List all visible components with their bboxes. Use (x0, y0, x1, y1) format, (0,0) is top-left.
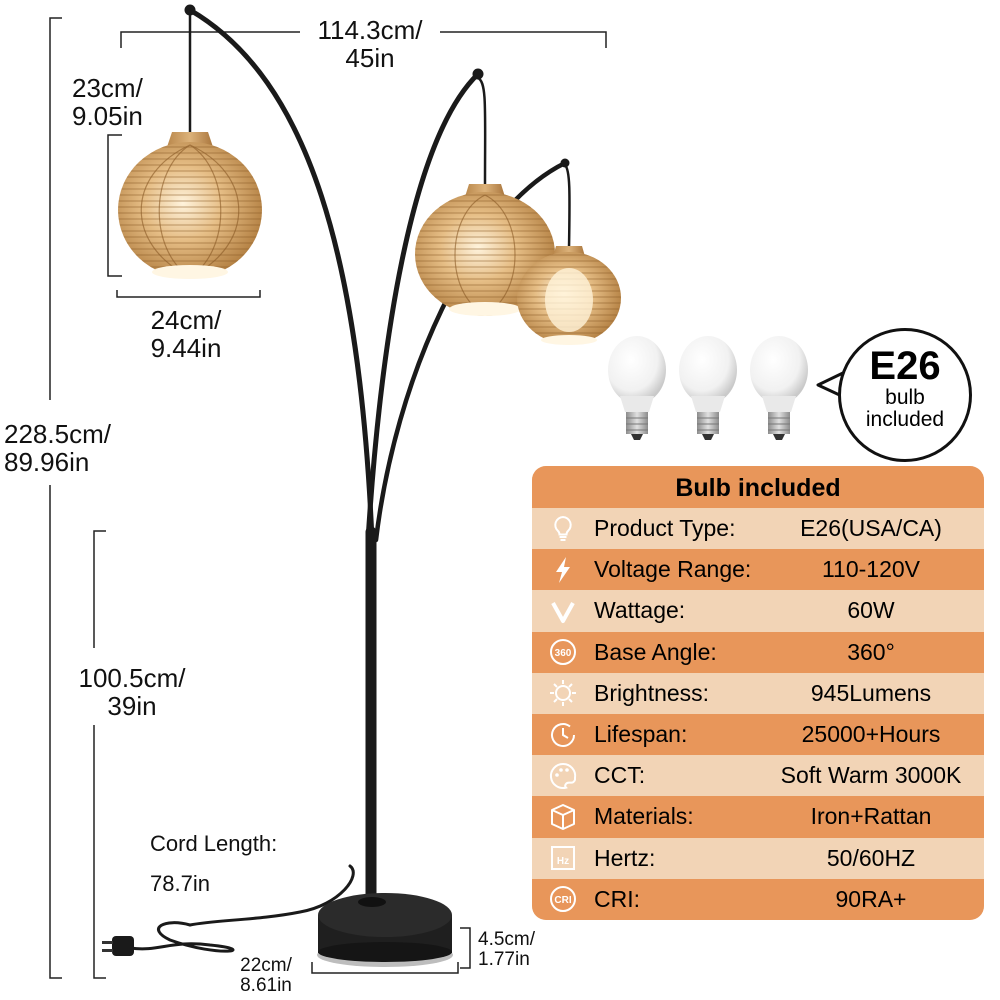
bubble-line-2: included (865, 408, 945, 431)
shade-width-cm: 24cm/ (150, 305, 222, 335)
bulb-included-bubble: E26 bulb included (838, 328, 972, 462)
box-icon (532, 802, 594, 832)
spec-label: Lifespan: (594, 721, 688, 748)
spec-label: Materials: (594, 803, 694, 830)
spec-value: 110-120V (821, 556, 921, 583)
spec-value: E26(USA/CA) (800, 515, 942, 542)
total-height-in: 89.96in (4, 447, 90, 477)
cord-length-value: 78.7in (150, 871, 210, 896)
spec-row-product-type: Product Type: E26(USA/CA) (532, 508, 984, 549)
spec-label: Brightness: (594, 679, 710, 706)
spec-label: Product Type: (594, 515, 736, 542)
total-height-cm: 228.5cm/ (4, 419, 111, 449)
spec-value: 60W (847, 597, 895, 624)
cri-icon: CRI (532, 884, 594, 914)
svg-text:360: 360 (555, 648, 572, 659)
shade-height-label: 23cm/ 9.05in (72, 74, 143, 130)
base-diameter-in: 8.61in (240, 975, 292, 996)
svg-text:CRI: CRI (554, 895, 571, 906)
spec-value: 360° (847, 638, 895, 665)
spec-value: 90RA+ (835, 885, 907, 912)
rattan-shade-left (118, 132, 262, 279)
spec-row-wattage: Wattage: 60W (532, 590, 984, 631)
spec-row-voltage-range: Voltage Range: 110-120V (532, 549, 984, 591)
spec-label: Wattage: (594, 597, 686, 624)
svg-text:Hz: Hz (557, 856, 569, 867)
spec-label: Hertz: (594, 844, 656, 871)
spec-value: Soft Warm 3000K (780, 762, 962, 789)
spec-value: 25000+Hours (801, 721, 941, 748)
spec-value: Iron+Rattan (810, 803, 932, 830)
width-cm: 114.3cm/ (317, 15, 423, 45)
base-height-cm: 4.5cm/ (478, 929, 536, 950)
spec-row-cri: CRI CRI: 90RA+ (532, 878, 984, 920)
spec-table-title: Bulb included (532, 466, 984, 508)
spec-row-hertz: Hz Hertz: 50/60HZ (532, 838, 984, 879)
spec-row-materials: Materials: Iron+Rattan (532, 796, 984, 838)
shade-height-cm: 23cm/ (72, 73, 143, 103)
width-in: 45in (345, 43, 395, 73)
spec-label: Base Angle: (594, 638, 717, 665)
rattan-shade-right (517, 246, 621, 345)
spec-label: CCT: (594, 762, 646, 789)
bulb-spec-table: Bulb included Product Type: E26(USA/CA) … (532, 466, 984, 920)
brightness-icon (532, 678, 594, 708)
e26-bulbs (608, 336, 808, 440)
bulb-type: E26 (869, 344, 941, 388)
cord-length-label: Cord Length: (150, 831, 278, 856)
lamp-base (317, 893, 453, 967)
shade-height-in: 9.05in (72, 101, 143, 131)
base-diameter-label: 22cm/ 8.61in (228, 956, 304, 996)
clock-icon (532, 720, 594, 750)
pole-height-cm: 100.5cm/ (78, 663, 186, 693)
lightning-icon (532, 555, 594, 585)
base-height-label: 4.5cm/ 1.77in (478, 930, 535, 970)
spec-row-lifespan: Lifespan: 25000+Hours (532, 713, 984, 756)
wattage-icon (532, 596, 594, 626)
bubble-line-1: bulb (885, 386, 925, 409)
spec-row-base-angle: 360 Base Angle: 360° (532, 631, 984, 673)
rotate-360-icon: 360 (532, 637, 594, 667)
dimension-lines (49, 17, 607, 979)
base-diameter-cm: 22cm/ (240, 955, 292, 976)
base-height-in: 1.77in (478, 949, 530, 970)
pole-height-in: 39in (107, 691, 157, 721)
spec-row-brightness: Brightness: 945Lumens (532, 673, 984, 714)
lamp-frame (128, 4, 571, 953)
spec-value: 50/60HZ (826, 844, 916, 871)
spec-label: CRI: (594, 885, 640, 912)
spec-value: 945Lumens (810, 679, 932, 706)
plug (102, 936, 134, 956)
spec-row-cct: CCT: Soft Warm 3000K (532, 755, 984, 796)
hertz-icon: Hz (532, 843, 594, 873)
shade-width-label: 24cm/ 9.44in (130, 306, 242, 362)
bulb-icon (532, 514, 594, 544)
pole-height-label: 100.5cm/ 39in (52, 664, 212, 720)
total-height-label: 228.5cm/ 89.96in (4, 420, 111, 476)
spec-label: Voltage Range: (594, 556, 752, 583)
shade-width-in: 9.44in (150, 333, 222, 363)
color-temperature-icon (532, 761, 594, 791)
width-dimension-label: 114.3cm/ 45in (296, 16, 444, 72)
